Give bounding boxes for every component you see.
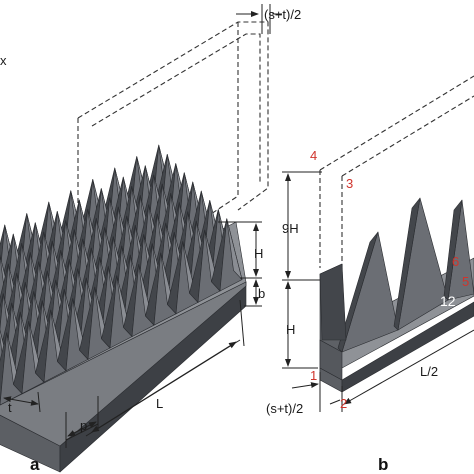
- dim-label-b: b: [258, 286, 265, 301]
- vertex-marker-4: 4: [310, 148, 317, 163]
- unit-pyramid-shade-2: [393, 197, 421, 331]
- vertex-marker-6: 6: [452, 254, 459, 269]
- unit-pyramid-shade-1: [337, 231, 379, 353]
- dim-label-h-panel-b: H: [286, 322, 295, 337]
- dim-label-t: t: [8, 400, 12, 415]
- vertex-marker-1: 1: [310, 368, 317, 383]
- dim-label-L: L: [156, 396, 163, 411]
- vertex-marker-2: 2: [340, 396, 347, 411]
- dim-label-9h: 9H: [282, 221, 299, 236]
- unit-pyramid-shade-3: [443, 199, 463, 301]
- dashed-unit-cell-b: [319, 75, 474, 280]
- pyramid-right-face: [226, 218, 243, 280]
- vertex-marker-5: 5: [462, 274, 469, 289]
- unit-half-pyramid: [319, 263, 347, 341]
- dim-label-st-half-top: (s+t)/2: [264, 7, 301, 22]
- panel-label-a: a: [30, 455, 40, 474]
- unit-cell-panel-b: [319, 197, 474, 393]
- vertex-marker-3: 3: [346, 176, 353, 191]
- dim-label-L-half: L/2: [420, 364, 438, 379]
- face-marker-12: 12: [440, 293, 456, 309]
- axis-x-label: x: [0, 53, 7, 68]
- dim-label-p: p: [80, 418, 87, 433]
- panel-label-b: b: [378, 455, 388, 474]
- dimension-lines-panel-b: [282, 171, 474, 412]
- dim-label-h-panel-a: H: [254, 246, 263, 261]
- dim-label-st-half-bottom: (s+t)/2: [266, 401, 303, 416]
- dimension-lines-panel-a: [3, 4, 282, 448]
- pyramid-array-panel-a: [0, 144, 243, 406]
